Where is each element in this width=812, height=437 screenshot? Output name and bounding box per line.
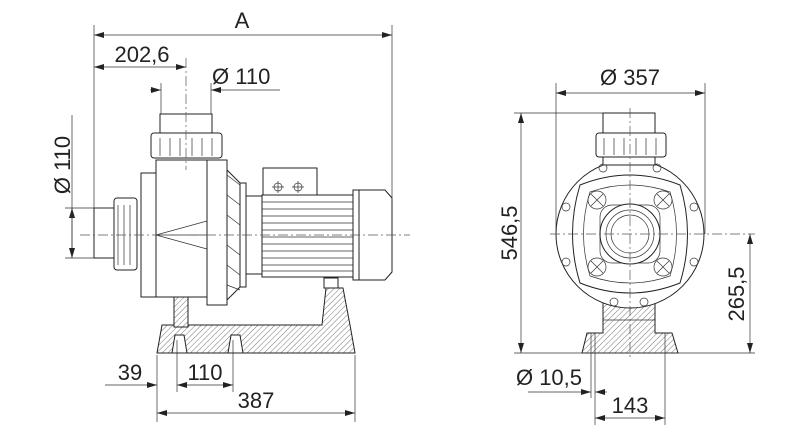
terminal-screw-icon: [272, 181, 304, 193]
outlet-union: [150, 113, 223, 159]
side-view: A 202,6 Ø 110 Ø 110 39 110 387: [50, 8, 410, 422]
dim-546-5: 546,5: [497, 112, 755, 354]
dim-label-axis-height: 265,5: [724, 266, 749, 321]
dim-label-hole-diameter: Ø 10,5: [516, 365, 582, 390]
dim-143: 143: [595, 393, 665, 421]
dim-label-base-width: 143: [612, 393, 649, 418]
dim-bottom: 39 110 387: [105, 340, 356, 422]
dim-label-foot-offset: 39: [118, 360, 142, 385]
dim-265-5: 265,5: [724, 234, 753, 353]
dim-label-inlet-diameter: Ø 110: [50, 136, 75, 194]
pump-base: [156, 277, 356, 354]
motor: [261, 167, 393, 281]
pump-housing: [140, 159, 263, 306]
dim-outlet-diameter: Ø 110: [150, 64, 280, 114]
dim-357: Ø 357: [555, 65, 706, 234]
dim-label-total-height: 546,5: [497, 205, 522, 260]
front-view: Ø 357 546,5 265,5 Ø 10,5 143: [497, 65, 755, 425]
dim-label-housing-diameter: Ø 357: [600, 65, 660, 90]
dim-label-base-length: 387: [238, 388, 275, 413]
dim-label-outlet-diameter: Ø 110: [212, 64, 270, 89]
dim-label-inlet-outlet: 202,6: [114, 42, 169, 67]
dim-A: A: [93, 8, 393, 208]
dim-label-A: A: [235, 8, 250, 33]
inlet-union: [93, 197, 138, 271]
dim-inlet-diameter: Ø 110: [50, 115, 112, 259]
front-base: [581, 292, 679, 354]
front-outlet-union: [595, 112, 667, 166]
dim-202-6: 202,6: [94, 42, 186, 70]
dim-10-5: Ø 10,5: [516, 353, 666, 425]
dim-label-hole-spacing: 110: [187, 360, 222, 385]
